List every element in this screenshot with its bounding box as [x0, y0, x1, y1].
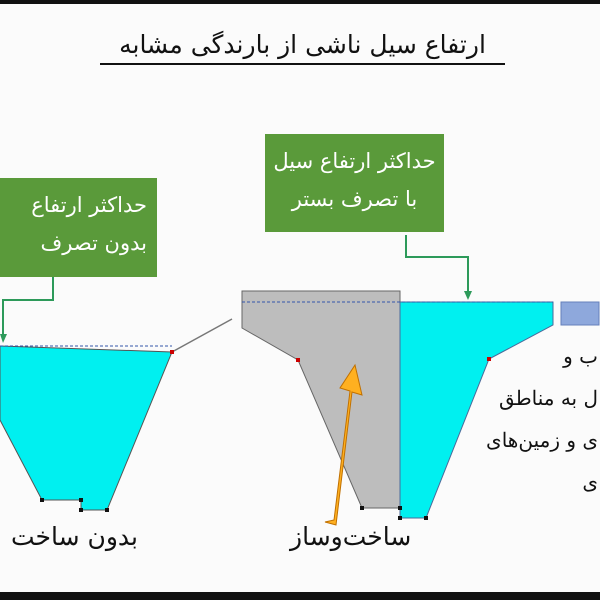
- left-red-point: [170, 350, 174, 354]
- left-channel-water: [0, 345, 173, 511]
- red-point: [296, 358, 300, 362]
- side-line: ل به مناطق: [499, 386, 598, 410]
- red-point: [487, 357, 491, 361]
- left-connector: [2, 277, 54, 335]
- side-line: ی: [582, 470, 598, 494]
- right-arrowhead: [464, 291, 472, 300]
- max-height-without-encroachment-box: حداکثر ارتفاع بدون تصرف: [0, 178, 157, 277]
- max-height-with-encroachment-box: حداکثر ارتفاع سیل با تصرف بستر: [265, 134, 444, 232]
- box-line: حداکثر ارتفاع: [31, 193, 147, 217]
- left-arrowhead: [0, 334, 7, 343]
- label-without-construction: بدون ساخت: [10, 522, 138, 551]
- right-connector: [405, 235, 469, 292]
- box-line: حداکثر ارتفاع سیل: [273, 149, 436, 173]
- bottom-border: [0, 592, 600, 600]
- label-with-construction: ساخت‌وساز: [290, 522, 412, 551]
- box-line: با تصرف بستر: [291, 187, 418, 211]
- left-bottom-points: [40, 498, 109, 512]
- top-border: [0, 0, 600, 4]
- right-bottom-points: [360, 506, 428, 520]
- side-line: ب و: [563, 344, 598, 368]
- construction-arrow: [324, 363, 363, 526]
- side-text: ب و ل به مناطق ی و زمین‌های ی: [486, 335, 598, 503]
- blue-bar: [560, 301, 600, 326]
- box-line: بدون تصرف: [40, 231, 147, 255]
- side-line: ی و زمین‌های: [486, 428, 598, 452]
- filled-encroachment: [241, 290, 401, 509]
- left-bank: [171, 318, 233, 353]
- page-title: ارتفاع سیل ناشی از بارندگی مشابه: [100, 30, 505, 65]
